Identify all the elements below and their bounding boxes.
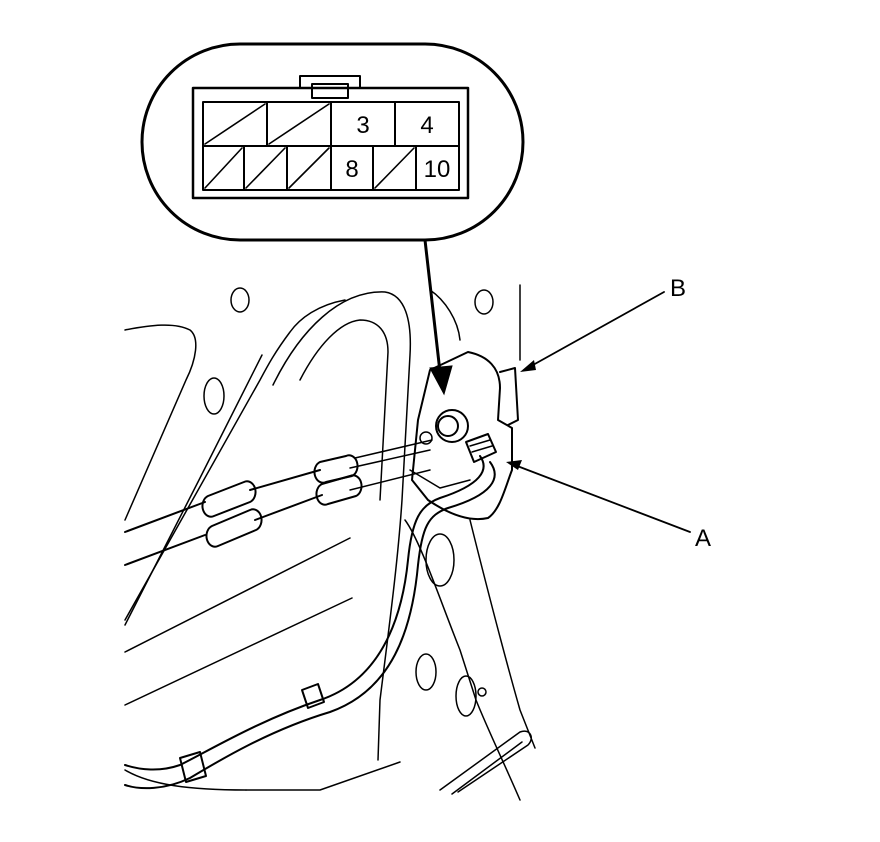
pin-label: 4: [420, 112, 433, 139]
access-hole: [230, 287, 250, 313]
connector-latch-inner: [311, 83, 349, 99]
bottom-rail: [439, 730, 532, 793]
cavity-slash: [245, 147, 286, 189]
harness-clip: [301, 683, 325, 709]
rod-grommet: [315, 474, 363, 506]
access-hole: [477, 687, 487, 697]
callout-b-label: B: [670, 275, 686, 302]
callout-a-label: A: [695, 525, 711, 552]
access-hole: [203, 377, 225, 415]
rod-grommet: [201, 480, 257, 518]
access-hole: [455, 675, 477, 717]
pin-label: 8: [345, 156, 358, 183]
access-hole: [474, 289, 494, 315]
connector-a: [465, 433, 497, 463]
connector-face-callout: 3 4 8 10: [140, 42, 525, 242]
callout-bubble: [140, 42, 525, 242]
door-panel: [124, 284, 536, 801]
callout-pointer-arrow: [423, 238, 453, 396]
latch-bolt: [419, 431, 433, 445]
callout-a: A: [506, 460, 711, 552]
callout-b: B: [520, 275, 686, 372]
wire-harness: [124, 455, 496, 790]
cavity-slash: [204, 147, 243, 189]
cavity-slash: [268, 103, 330, 145]
latch-bracket: [411, 351, 513, 521]
cavity-slash: [374, 147, 415, 189]
pin-label: 10: [424, 156, 451, 183]
rod-grommet: [205, 508, 263, 548]
rod-grommet: [313, 454, 359, 484]
connector-latch: [299, 75, 361, 89]
pin-label: 3: [356, 112, 369, 139]
inner-opening: [272, 291, 412, 761]
cavity-slash: [288, 147, 330, 189]
harness-clip: [179, 751, 207, 783]
latch-hole: [435, 409, 469, 443]
connector-housing: [191, 86, 470, 200]
access-hole: [425, 533, 455, 587]
cavity-slash: [204, 103, 266, 145]
control-rods: [124, 439, 433, 566]
access-hole: [415, 653, 437, 691]
